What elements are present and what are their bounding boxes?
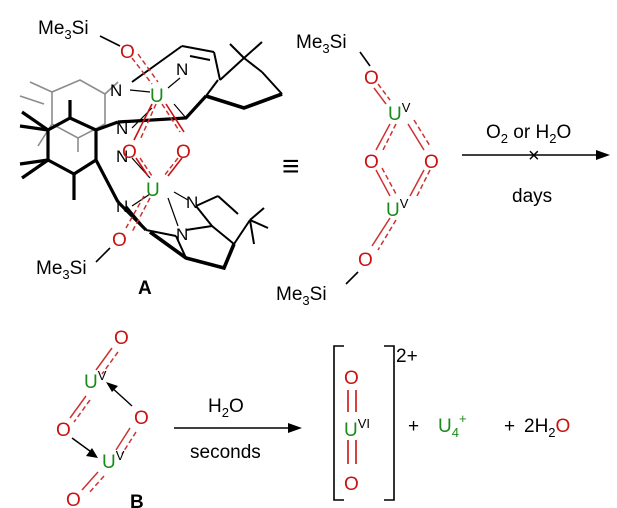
- core-uranium-bottom: UV: [386, 196, 409, 221]
- plus-sign-2: +: [504, 416, 515, 437]
- compound-b: O UV O O UV O B: [56, 328, 149, 508]
- core-uo-bonds: [371, 83, 431, 251]
- reaction-arrow-1: O2 or H2O × days: [462, 122, 610, 207]
- a-oxygen-bottom: O: [112, 230, 127, 251]
- b-oxygen-left: O: [56, 420, 71, 441]
- core-si-o-bottom: [345, 271, 359, 285]
- arrow1-head: [596, 150, 610, 160]
- a-si-o-bond-top: [99, 35, 121, 47]
- compound-b-label: B: [130, 492, 144, 508]
- b-oxygen-bottom: O: [66, 490, 81, 508]
- b-oxygen-top: O: [114, 328, 129, 349]
- core-si-o-top: [359, 51, 371, 67]
- arrow2-head: [288, 423, 302, 433]
- a-oxygen-bridge-right: O: [176, 142, 191, 163]
- b-dative-arrow-2-head: [86, 448, 98, 458]
- compound-a-label: A: [138, 278, 152, 299]
- ligand-backbone-lower: [116, 200, 148, 232]
- a-uo-bonds: [125, 53, 181, 233]
- upper-ligand-bold: [205, 92, 283, 110]
- a-oxygen-top: O: [120, 42, 135, 63]
- n-atom-4: N: [116, 147, 128, 166]
- ligand-arene-ring: [19, 100, 120, 203]
- core-me3si-bottom: Me3Si: [276, 284, 327, 308]
- equivalence-symbol: ≡: [282, 150, 300, 183]
- compound-a: N N N N N N N: [19, 18, 283, 299]
- core-oxygen-right: O: [424, 152, 439, 173]
- arrow1-blocked-mark: ×: [528, 145, 540, 167]
- b-uranium-bottom: UV: [102, 448, 125, 473]
- b-dative-arrow-1-head: [106, 382, 118, 392]
- core-me3si-top: Me3Si: [296, 32, 347, 56]
- simplified-core: Me3Si O UV O O UV O Me3Si: [276, 32, 439, 308]
- core-uranium-top: UV: [388, 100, 411, 125]
- a-uranium-top: U: [150, 86, 164, 107]
- arrow1-condition: days: [512, 186, 552, 207]
- n-atom-2: N: [176, 60, 188, 79]
- u4-product: U4+: [438, 411, 467, 440]
- uranyl-uranium: UVI: [344, 416, 370, 441]
- plus-sign-1: +: [408, 416, 419, 437]
- arrow2-reagent: H2O: [208, 396, 244, 420]
- lower-ligand-bold: [148, 230, 236, 271]
- left-bracket: [333, 345, 344, 501]
- right-bracket: [384, 345, 395, 501]
- core-oxygen-bottom: O: [358, 250, 373, 271]
- a-si-o-bond-bottom: [95, 247, 111, 263]
- n-atom-7: N: [176, 225, 188, 244]
- b-oxygen-right: O: [134, 408, 149, 429]
- core-oxygen-top: O: [364, 68, 379, 89]
- products: 2+ O UVI O + U4+ + 2H2O: [333, 345, 570, 501]
- reaction-arrow-2: H2O seconds: [174, 396, 302, 463]
- core-oxygen-left: O: [364, 152, 379, 173]
- a-uo-solid: [133, 103, 185, 177]
- uranyl-oxygen-bottom: O: [344, 474, 359, 495]
- arrow2-condition: seconds: [190, 442, 261, 463]
- arrow1-reagent: O2 or H2O: [486, 122, 571, 146]
- b-uo-bonds: [69, 347, 137, 495]
- a-uranium-bottom: U: [146, 180, 160, 201]
- n-atom-6: N: [116, 197, 128, 216]
- n-atom-3: N: [116, 119, 128, 138]
- n-atom-5: N: [186, 193, 198, 212]
- product-charge: 2+: [396, 346, 418, 367]
- a-me3si-top: Me3Si: [38, 18, 89, 42]
- n-atom-1: N: [110, 81, 122, 100]
- a-oxygen-bridge-left: O: [122, 142, 137, 163]
- a-me3si-bottom: Me3Si: [36, 258, 87, 282]
- b-uranium-top: UV: [84, 368, 107, 393]
- uranyl-oxygen-top: O: [344, 368, 359, 389]
- uranyl-bonds: [347, 390, 357, 464]
- water-product: 2H2O: [524, 416, 570, 440]
